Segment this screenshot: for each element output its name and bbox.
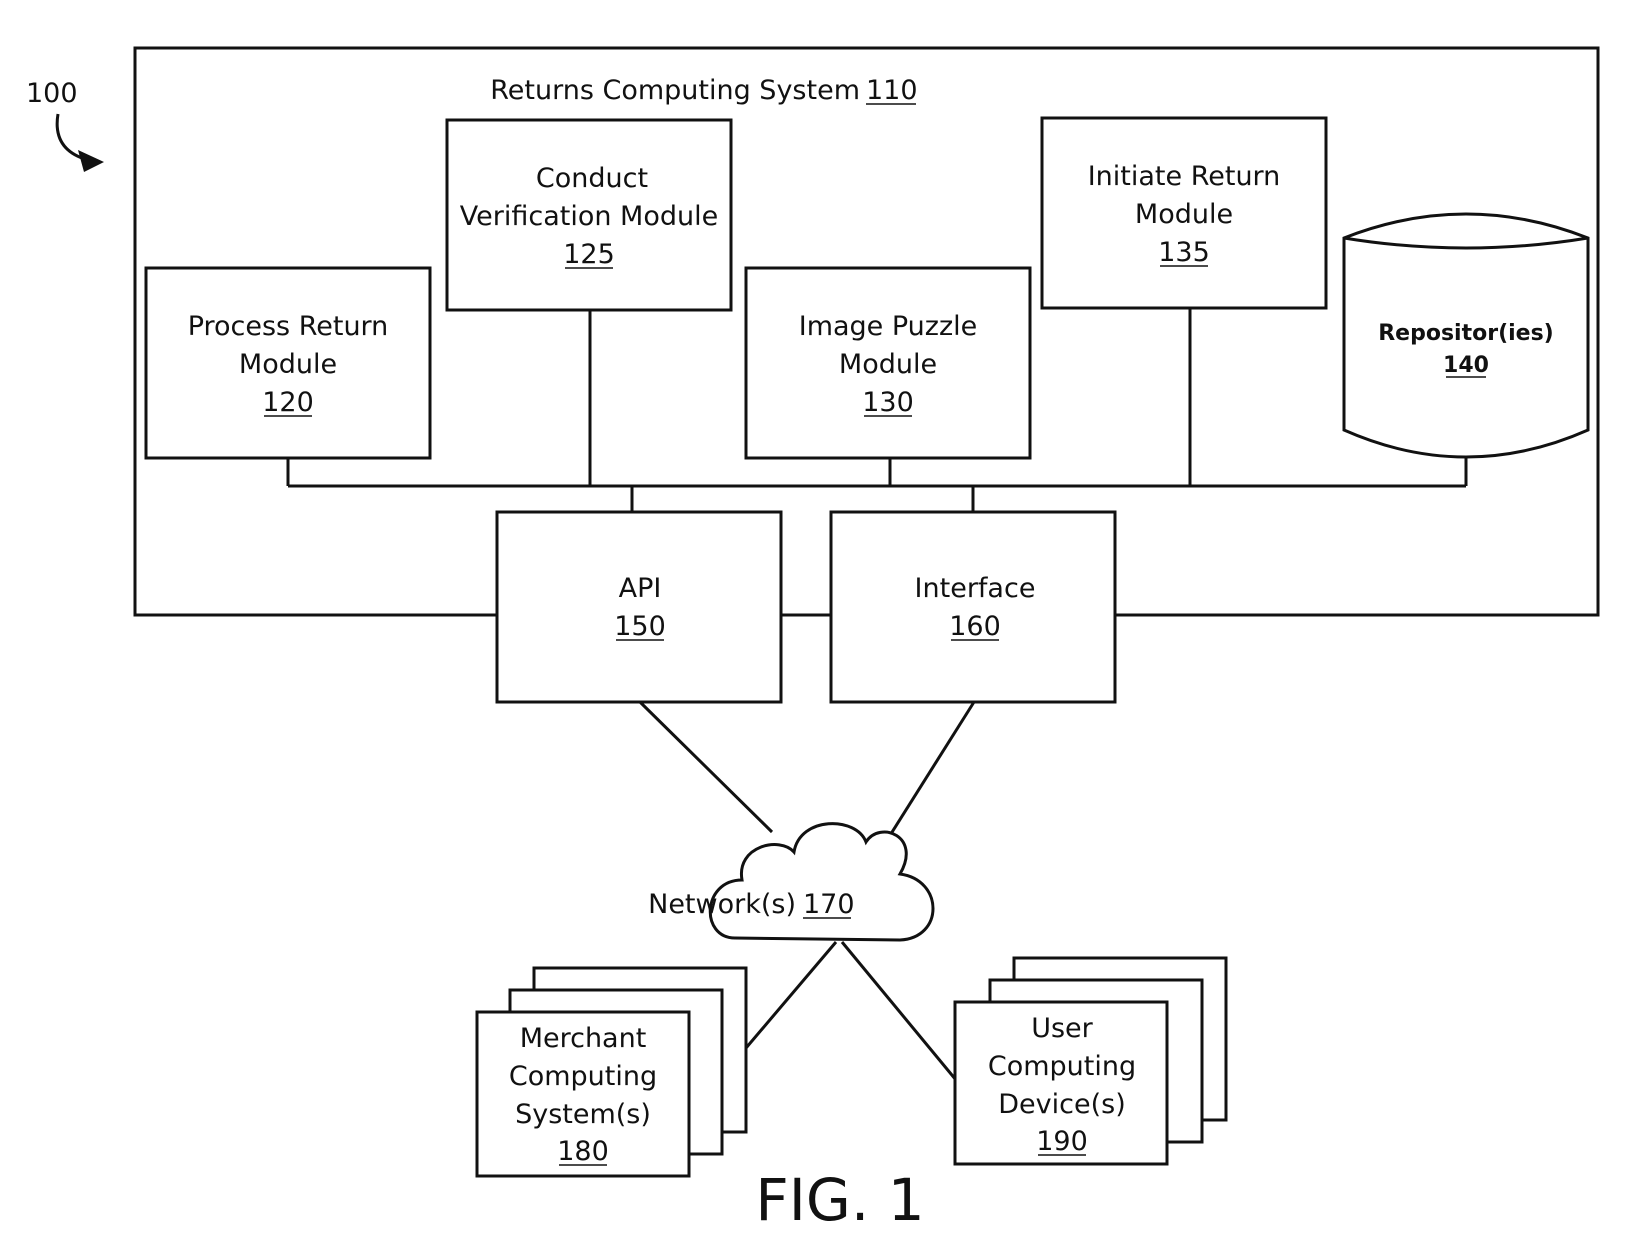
api-label: API — [619, 573, 662, 604]
system-title: Returns Computing System — [490, 75, 860, 106]
interface-label: Interface — [915, 573, 1036, 604]
repository-database-icon: Repositor(ies) 140 — [1344, 214, 1588, 457]
merchant-line-1: Merchant — [520, 1023, 647, 1054]
merchant-line-2: Computing — [509, 1061, 657, 1092]
network-cloud-icon: Network(s) 170 — [648, 824, 933, 940]
user-device-line-2: Computing — [988, 1051, 1136, 1082]
conduct-verification-line-1: Conduct — [536, 163, 648, 194]
conduct-verification-line-2: Verification Module — [460, 201, 718, 232]
initiate-return-line-2: Module — [1135, 199, 1233, 230]
initiate-return-module: Initiate Return Module 135 — [1042, 118, 1326, 308]
user-device-ref: 190 — [1036, 1126, 1088, 1157]
interface-ref: 160 — [949, 611, 1001, 642]
interface-box: Interface 160 — [831, 512, 1115, 702]
figure-reference-number: 100 — [26, 78, 78, 109]
user-device-line-1: User — [1031, 1013, 1093, 1044]
figure-caption: FIG. 1 — [755, 1166, 924, 1234]
process-return-module: Process Return Module 120 — [146, 268, 430, 458]
merchant-line-3: System(s) — [515, 1099, 651, 1130]
api-box: API 150 — [497, 512, 781, 702]
process-return-ref: 120 — [262, 387, 314, 418]
initiate-return-ref: 135 — [1158, 237, 1210, 268]
image-puzzle-line-2: Module — [839, 349, 937, 380]
image-puzzle-module: Image Puzzle Module 130 — [746, 268, 1030, 458]
system-ref: 110 — [866, 75, 918, 106]
network-label: Network(s) — [648, 889, 796, 920]
repository-ref: 140 — [1443, 353, 1489, 378]
image-puzzle-ref: 130 — [862, 387, 914, 418]
process-return-line-1: Process Return — [188, 311, 389, 342]
conduct-verification-module: Conduct Verification Module 125 — [447, 120, 731, 310]
figure-reference-arrowhead — [78, 150, 104, 172]
api-ref: 150 — [614, 611, 666, 642]
user-device-line-3: Device(s) — [998, 1089, 1125, 1120]
user-computing-devices: User Computing Device(s) 190 — [955, 958, 1226, 1164]
network-ref: 170 — [803, 889, 855, 920]
repository-label: Repositor(ies) — [1378, 321, 1554, 346]
conduct-verification-ref: 125 — [563, 239, 615, 270]
image-puzzle-line-1: Image Puzzle — [799, 311, 978, 342]
initiate-return-line-1: Initiate Return — [1088, 161, 1281, 192]
merchant-computing-systems: Merchant Computing System(s) 180 — [477, 968, 746, 1176]
process-return-line-2: Module — [239, 349, 337, 380]
merchant-ref: 180 — [557, 1136, 609, 1167]
